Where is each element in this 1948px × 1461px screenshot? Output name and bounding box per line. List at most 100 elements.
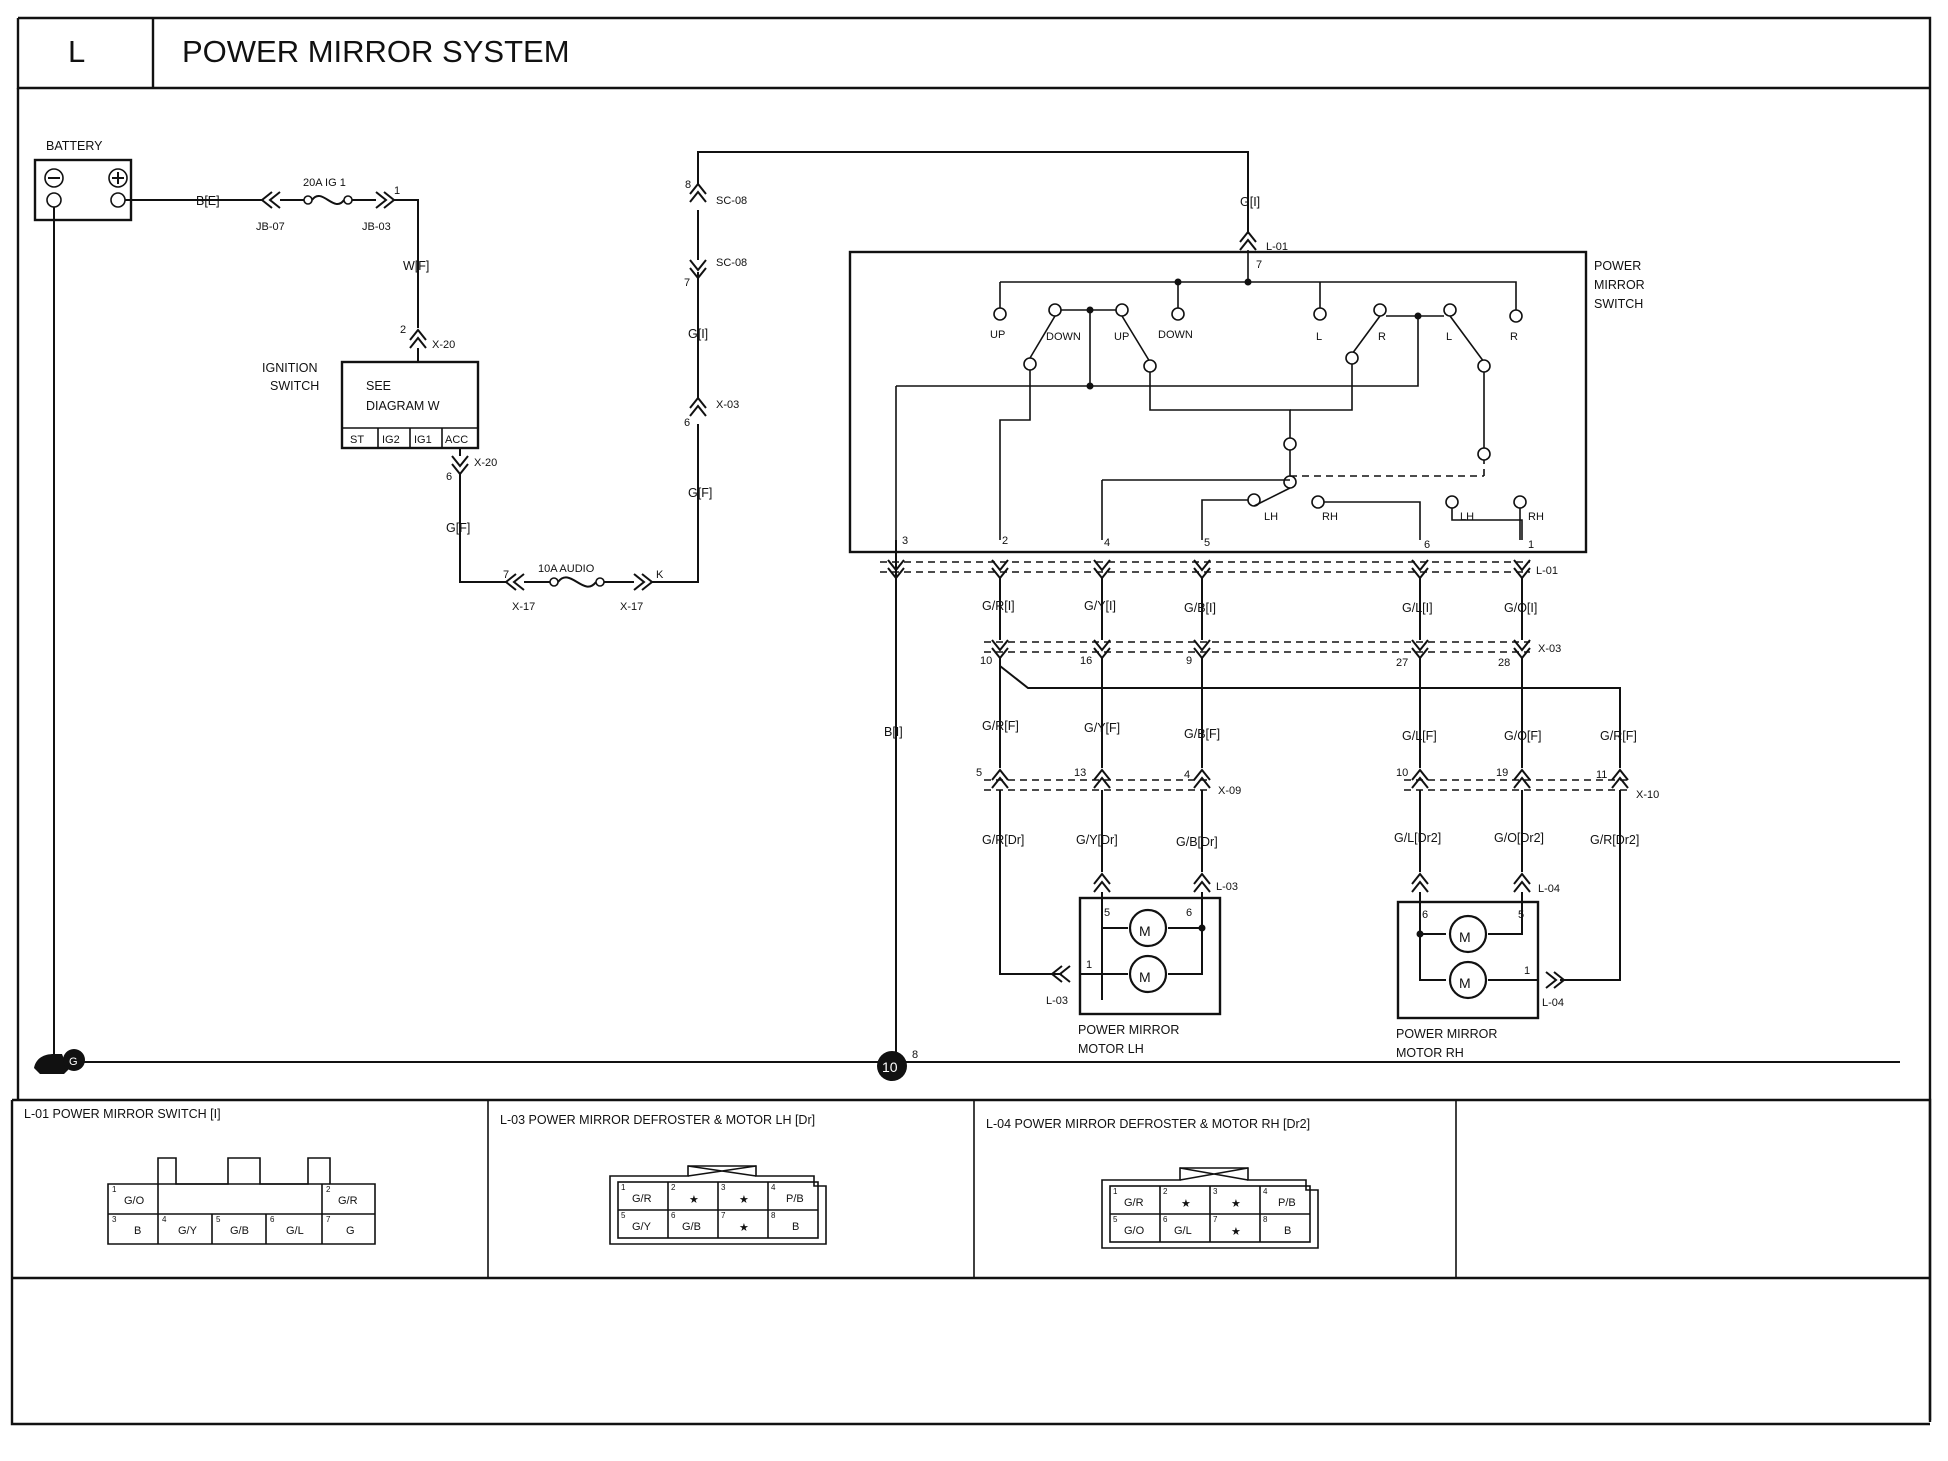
harness-upper-wires — [999, 578, 1523, 640]
ignition-name-2: SWITCH — [270, 379, 319, 393]
ground-point-10 — [877, 1051, 907, 1081]
switch-pin-6: 6 — [1424, 539, 1430, 551]
motor-rh-upper — [1448, 914, 1488, 954]
x03-pin-16: 16 — [1080, 655, 1092, 667]
switch-name-1: POWER — [1594, 259, 1641, 273]
l04-cell-4-pin: 4 — [1263, 1187, 1268, 1196]
section-letter: L — [68, 34, 85, 69]
wire-gy-dr: G/Y[Dr] — [1076, 833, 1118, 847]
ignition-pos-ig2: IG2 — [382, 434, 400, 446]
l04-cell-8-wire: B — [1284, 1225, 1291, 1237]
wire-gy-f: G/Y[F] — [1084, 721, 1120, 735]
wire-gb-i: G/B[I] — [1184, 601, 1216, 615]
connector-x20-top — [409, 328, 427, 349]
ground-symbol-left — [34, 1049, 85, 1074]
l01-cell-5-pin: 5 — [216, 1215, 221, 1224]
page-title: POWER MIRROR SYSTEM — [182, 34, 570, 69]
fuse-10a-label: 10A AUDIO — [538, 563, 595, 575]
l04-pin-1: 1 — [1524, 965, 1530, 977]
ignition-pos-ig1: IG1 — [414, 434, 432, 446]
x10-pin-19: 19 — [1496, 767, 1508, 779]
l04-cell-6-wire: G/L — [1174, 1225, 1192, 1237]
l04-cell-3-pin: 3 — [1213, 1187, 1218, 1196]
l01-cell-1-pin: 1 — [112, 1185, 117, 1194]
connector-l04-top — [1411, 872, 1531, 893]
x20-bottom-pin: 6 — [446, 471, 452, 483]
l01-cell-2-pin: 2 — [326, 1185, 331, 1194]
l04-cell-4-wire: P/B — [1278, 1197, 1296, 1209]
ignition-pos-st: ST — [350, 434, 364, 446]
l03-cell-2-pin: 2 — [671, 1183, 676, 1192]
connector-x10 — [1404, 768, 1630, 791]
conn-jb07-label: JB-07 — [256, 221, 285, 233]
l04-cell-5-wire: G/O — [1124, 1225, 1145, 1237]
ground-left-letter: G — [69, 1056, 78, 1068]
motor-lh-name-2: MOTOR LH — [1078, 1042, 1144, 1056]
connector-face-l03 — [609, 1165, 827, 1245]
sheet-frame — [10, 16, 1932, 1426]
wire-gr-dr2: G/R[Dr2] — [1590, 833, 1639, 847]
l04-cell-1-wire: G/R — [1124, 1197, 1144, 1209]
wire-gr-i: G/R[I] — [982, 599, 1015, 613]
power-mirror-motor-rh — [1396, 892, 1540, 1020]
switch-contact-down-1: DOWN — [1046, 331, 1081, 343]
l03-cell-5-pin: 5 — [621, 1211, 626, 1220]
l03-cell-5-wire: G/Y — [632, 1221, 652, 1233]
l03-cell-6-wire: G/B — [682, 1221, 701, 1233]
x03-pin-27: 27 — [1396, 657, 1408, 669]
l03-cell-1-wire: G/R — [632, 1193, 652, 1205]
switch-name-2: MIRROR — [1594, 278, 1645, 292]
wire-gy-i: G/Y[I] — [1084, 599, 1116, 613]
wire-gl-f: G/L[F] — [1402, 729, 1437, 743]
wire-gb-f: G/B[F] — [1184, 727, 1220, 741]
switch-contact-l-1: L — [1316, 331, 1322, 343]
x17-left-label: X-17 — [512, 601, 535, 613]
ignition-switch — [340, 360, 480, 450]
x20-top-pin: 2 — [400, 324, 406, 336]
connector-x17-left — [504, 573, 525, 591]
l04-cell-2-pin: 2 — [1163, 1187, 1168, 1196]
conn-jb03-label: JB-03 — [362, 221, 391, 233]
riser-top-wire: G[I] — [1240, 195, 1260, 209]
x09-label: X-09 — [1218, 785, 1241, 797]
switch-sel-lh-1: LH — [1264, 511, 1278, 523]
switch-contact-down-2: DOWN — [1158, 329, 1193, 341]
l01-cell-6-pin: 6 — [270, 1215, 275, 1224]
connector-face-l04 — [1101, 1167, 1319, 1249]
l04-cell-1-pin: 1 — [1113, 1187, 1118, 1196]
sc08-high-pin: 8 — [685, 179, 691, 191]
switch-pin-1: 1 — [1528, 539, 1534, 551]
ignition-in-wire: W[F] — [403, 259, 429, 273]
motor-lh-upper — [1128, 908, 1168, 948]
l03-cell-6-pin: 6 — [671, 1211, 676, 1220]
switch-sel-lh-2: LH — [1460, 511, 1474, 523]
switch-pin-2: 2 — [1002, 535, 1008, 547]
l03-cell-7-wire: ★ — [739, 1222, 749, 1234]
connector-jb03 — [375, 191, 396, 209]
ignition-see: SEE — [366, 379, 391, 393]
switch-contact-up-2: UP — [1114, 331, 1129, 343]
connector-x20-bottom — [451, 455, 469, 476]
l01-cell-3-pin: 3 — [112, 1215, 117, 1224]
l04-cell-3-wire: ★ — [1231, 1198, 1241, 1210]
wire-gr-dr: G/R[Dr] — [982, 833, 1024, 847]
l03-cell-4-wire: P/B — [786, 1193, 804, 1205]
l01-cell-7-wire: G — [346, 1225, 355, 1237]
l01-cell-7-pin: 7 — [326, 1215, 331, 1224]
x03-pin-28: 28 — [1498, 657, 1510, 669]
wire-gl-dr2: G/L[Dr2] — [1394, 831, 1441, 845]
connector-sc08-high — [689, 182, 707, 203]
l03-pin-1: 1 — [1086, 959, 1092, 971]
l03-cell-3-wire: ★ — [739, 1194, 749, 1206]
x20-bottom-label: X-20 — [474, 457, 497, 469]
fuse-10a-audio — [549, 576, 605, 588]
power-mirror-motor-lh — [1078, 892, 1222, 1016]
harness-door-wires — [999, 790, 1621, 981]
l01-top-label: L-01 — [1266, 241, 1288, 253]
l04-cell-2-wire: ★ — [1181, 1198, 1191, 1210]
ground-point-label: 10 — [882, 1059, 898, 1075]
ground-point-pin: 8 — [912, 1049, 918, 1061]
motor-lh-lower-glyph: M — [1139, 969, 1151, 985]
l03-pin-6: 6 — [1186, 907, 1192, 919]
